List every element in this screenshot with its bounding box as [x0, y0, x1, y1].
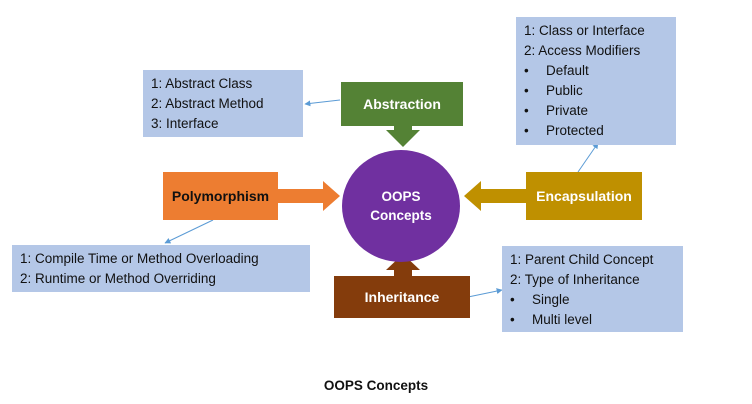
bullet-glyph: •: [524, 83, 529, 98]
note-line: 1: Parent Child Concept: [510, 252, 654, 267]
bullet-glyph: •: [510, 312, 515, 327]
node-encapsulation-label: Encapsulation: [536, 188, 632, 204]
note-bullet: •Protected: [524, 121, 668, 141]
arrow-encapsulation-to-center: [464, 181, 526, 211]
note-abstraction: 1: Abstract Class 2: Abstract Method 3: …: [143, 70, 303, 137]
note-bullet: •Single: [510, 290, 675, 310]
note-line: 2: Access Modifiers: [524, 43, 641, 58]
note-line: 1: Class or Interface: [524, 23, 645, 38]
node-polymorphism: Polymorphism: [163, 172, 278, 220]
center-oops-concepts: OOPS Concepts: [342, 150, 460, 262]
note-bullet: •Private: [524, 101, 668, 121]
node-polymorphism-label: Polymorphism: [171, 188, 270, 204]
center-line-2: Concepts: [370, 208, 432, 223]
note-encapsulation: 1: Class or Interface 2: Access Modifier…: [516, 17, 676, 145]
note-inheritance: 1: Parent Child Concept 2: Type of Inher…: [502, 246, 683, 332]
arrow-inheritance-to-center: [386, 254, 420, 276]
note-bullet: •Default: [524, 61, 668, 81]
bullet-glyph: •: [510, 292, 515, 307]
note-line: 2: Abstract Method: [151, 96, 264, 111]
note-polymorphism: 1: Compile Time or Method Overloading 2:…: [12, 245, 310, 292]
bullet-glyph: •: [524, 103, 529, 118]
arrow-abstraction-to-center: [386, 126, 420, 147]
note-line: 3: Interface: [151, 116, 219, 131]
note-line: 1: Compile Time or Method Overloading: [20, 251, 259, 266]
bullet-glyph: •: [524, 123, 529, 138]
node-inheritance: Inheritance: [334, 276, 470, 318]
node-inheritance-label: Inheritance: [364, 289, 440, 305]
node-abstraction-label: Abstraction: [363, 96, 441, 112]
note-line: 2: Runtime or Method Overriding: [20, 271, 216, 286]
node-encapsulation: Encapsulation: [526, 172, 642, 220]
note-bullet: •Multi level: [510, 310, 675, 330]
bullet-glyph: •: [524, 63, 529, 78]
connector-encapsulation-note: [577, 142, 599, 173]
note-line: 2: Type of Inheritance: [510, 272, 640, 287]
arrow-polymorphism-to-center: [278, 181, 340, 211]
note-bullet: •Public: [524, 81, 668, 101]
figure-caption: OOPS Concepts: [323, 378, 429, 393]
note-line: 1: Abstract Class: [151, 76, 253, 91]
center-line-1: OOPS: [381, 189, 421, 204]
connector-abstraction-note: [304, 99, 341, 107]
connector-inheritance-note: [467, 288, 503, 298]
connector-polymorphism-note: [164, 219, 214, 244]
node-abstraction: Abstraction: [341, 82, 463, 126]
